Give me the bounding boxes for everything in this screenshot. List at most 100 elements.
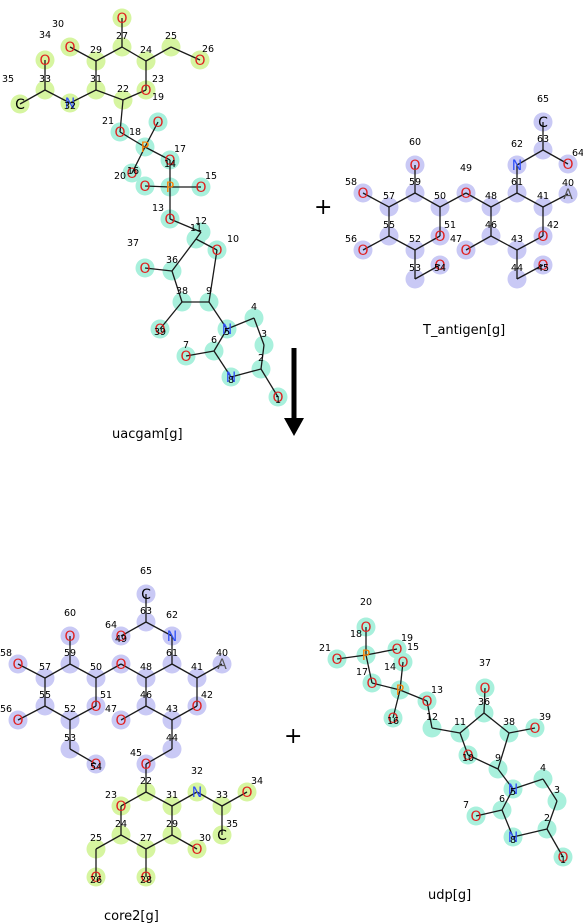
T_antigen-atom-number-59: 59 [409,177,421,188]
uacgam-atom-number-6: 6 [211,335,217,346]
T_antigen-atom-number-55: 55 [383,220,395,231]
uacgam-atom-number-2: 2 [258,353,264,364]
uacgam-bond-11-12 [195,231,202,240]
T_antigen-atom-number-53: 53 [409,263,421,274]
uacgam-atom-number-30: 30 [52,19,64,30]
core2-atom-number-51: 51 [100,690,112,701]
udp-atom-symbol-1: O [557,850,568,866]
core2-bond-51-52 [69,705,97,721]
core2-atom-number-49: 49 [115,634,127,645]
uacgam-atom-symbol-19: O [152,115,163,131]
uacgam-atom-number-1: 1 [275,395,281,406]
udp-atom-symbol-18: P [362,648,370,664]
uacgam-atom-number-22: 22 [117,84,129,95]
uacgam-atom-number-37: 37 [127,238,139,249]
udp-atom-number-2: 2 [544,813,550,824]
udp-atom-number-14: 14 [384,662,396,673]
T_antigen-bond-44-45 [516,264,544,280]
core2-atom-number-24: 24 [115,819,127,830]
T_antigen-bond-49-50 [439,192,467,208]
T_antigen-atom-symbol-54: O [434,258,445,274]
uacgam-atom-number-14: 14 [164,159,176,170]
uacgam-bond-18-21 [119,131,146,148]
uacgam-atom-number-35: 35 [2,74,14,85]
T_antigen-atom-symbol-58: O [357,186,368,202]
udp-bond-10-11 [459,732,469,756]
udp-atom-number-10: 10 [462,753,474,764]
uacgam-atom-number-31: 31 [90,74,102,85]
uacgam-atom-number-26: 26 [202,44,214,55]
uacgam-atom-number-19: 19 [152,92,164,103]
uacgam-bond-10-11 [195,238,218,251]
uacgam-bond-2-3 [260,344,265,370]
T_antigen-atom-number-62: 62 [511,139,523,150]
T_antigen-atom-number-46: 46 [485,220,497,231]
uacgam-bond-32-33 [44,89,71,104]
uacgam-atom-number-20: 20 [114,171,126,182]
core2-atom-symbol-65: C [141,587,151,603]
core2-bond-31-22 [145,791,173,807]
core2-atom-number-42: 42 [201,690,213,701]
udp-atom-number-1: 1 [560,855,566,866]
udp-bond-11-36 [459,712,485,734]
udp-atom-number-17: 17 [356,667,368,678]
uacgam-atom-symbol-34: O [39,53,50,69]
uacgam-atom-number-11: 11 [190,223,202,234]
core2-atom-symbol-26: O [90,870,101,886]
udp-atom-symbol-16: O [387,711,398,727]
uacgam-atom-number-23: 23 [152,74,164,85]
core2-bond-49-50 [95,663,122,679]
core2-atom-number-54: 54 [90,762,102,773]
udp-atom-number-12: 12 [426,712,438,723]
uacgam-atom-symbol-35: C [15,97,25,113]
core2-atom-number-30: 30 [199,833,211,844]
udp-atom-symbol-13: O [421,694,432,710]
T_antigen-atom-number-52: 52 [409,234,421,245]
T_antigen-bond-63-64 [542,149,569,165]
udp-bond-3-4 [542,778,558,802]
plus-sign-products: + [284,724,302,749]
core2-atom-number-46: 46 [140,690,152,701]
core2-bond-24-27 [120,834,147,850]
core2-bond-59-50 [69,663,97,679]
T_antigen-atom-number-65: 65 [537,94,549,105]
core2-atom-number-29: 29 [166,819,178,830]
molecule-label-t-antigen: T_antigen[g] [422,323,505,338]
core2-atom-number-47: 47 [105,704,117,715]
udp-bond-11-12 [431,727,461,734]
uacgam-atom-number-21: 21 [102,116,114,127]
udp-atom-number-18: 18 [350,629,362,640]
core2-bond-57-58 [17,663,46,679]
core2-atom-symbol-30: O [191,842,202,858]
udp-atom-number-38: 38 [503,717,515,728]
molecule-label-udp: udp[g] [428,888,471,903]
T_antigen-bond-40-41 [542,193,569,208]
uacgam-atom-number-25: 25 [165,31,177,42]
molecule-label-uacgam: uacgam[g] [112,427,183,442]
udp-atom-number-39: 39 [539,712,551,723]
core2-atom-number-61: 61 [166,648,178,659]
T_antigen-atom-number-51: 51 [444,220,456,231]
uacgam-atom-number-18: 18 [129,127,141,138]
uacgam-bond-22-23 [122,89,147,101]
core2-bond-63-64 [120,621,147,637]
uacgam-atom-number-39: 39 [154,327,166,338]
core2-atom-number-40: 40 [216,648,228,659]
udp-atom-number-9: 9 [495,753,501,764]
uacgam-bond-6-7 [185,350,215,357]
core2-atom-number-26: 26 [90,875,102,886]
T_antigen-bond-51-52 [414,235,441,251]
udp-bond-9-10 [467,754,499,770]
uacgam-bond-33-35 [19,89,46,105]
udp-atom-number-13: 13 [431,685,443,696]
uacgam-bond-8-2 [230,368,262,378]
udp-atom-number-15: 15 [407,642,419,653]
core2-atom-number-28: 28 [140,875,152,886]
uacgam-bond-29-30 [69,46,97,62]
uacgam-atom-number-36: 36 [166,255,178,266]
core2-atom-number-56: 56 [0,704,12,715]
core2-atom-symbol-23: O [115,799,126,815]
uacgam-bond-6-8 [213,350,232,378]
core2-atom-number-34: 34 [251,776,263,787]
T_antigen-bond-55-56 [362,235,390,251]
